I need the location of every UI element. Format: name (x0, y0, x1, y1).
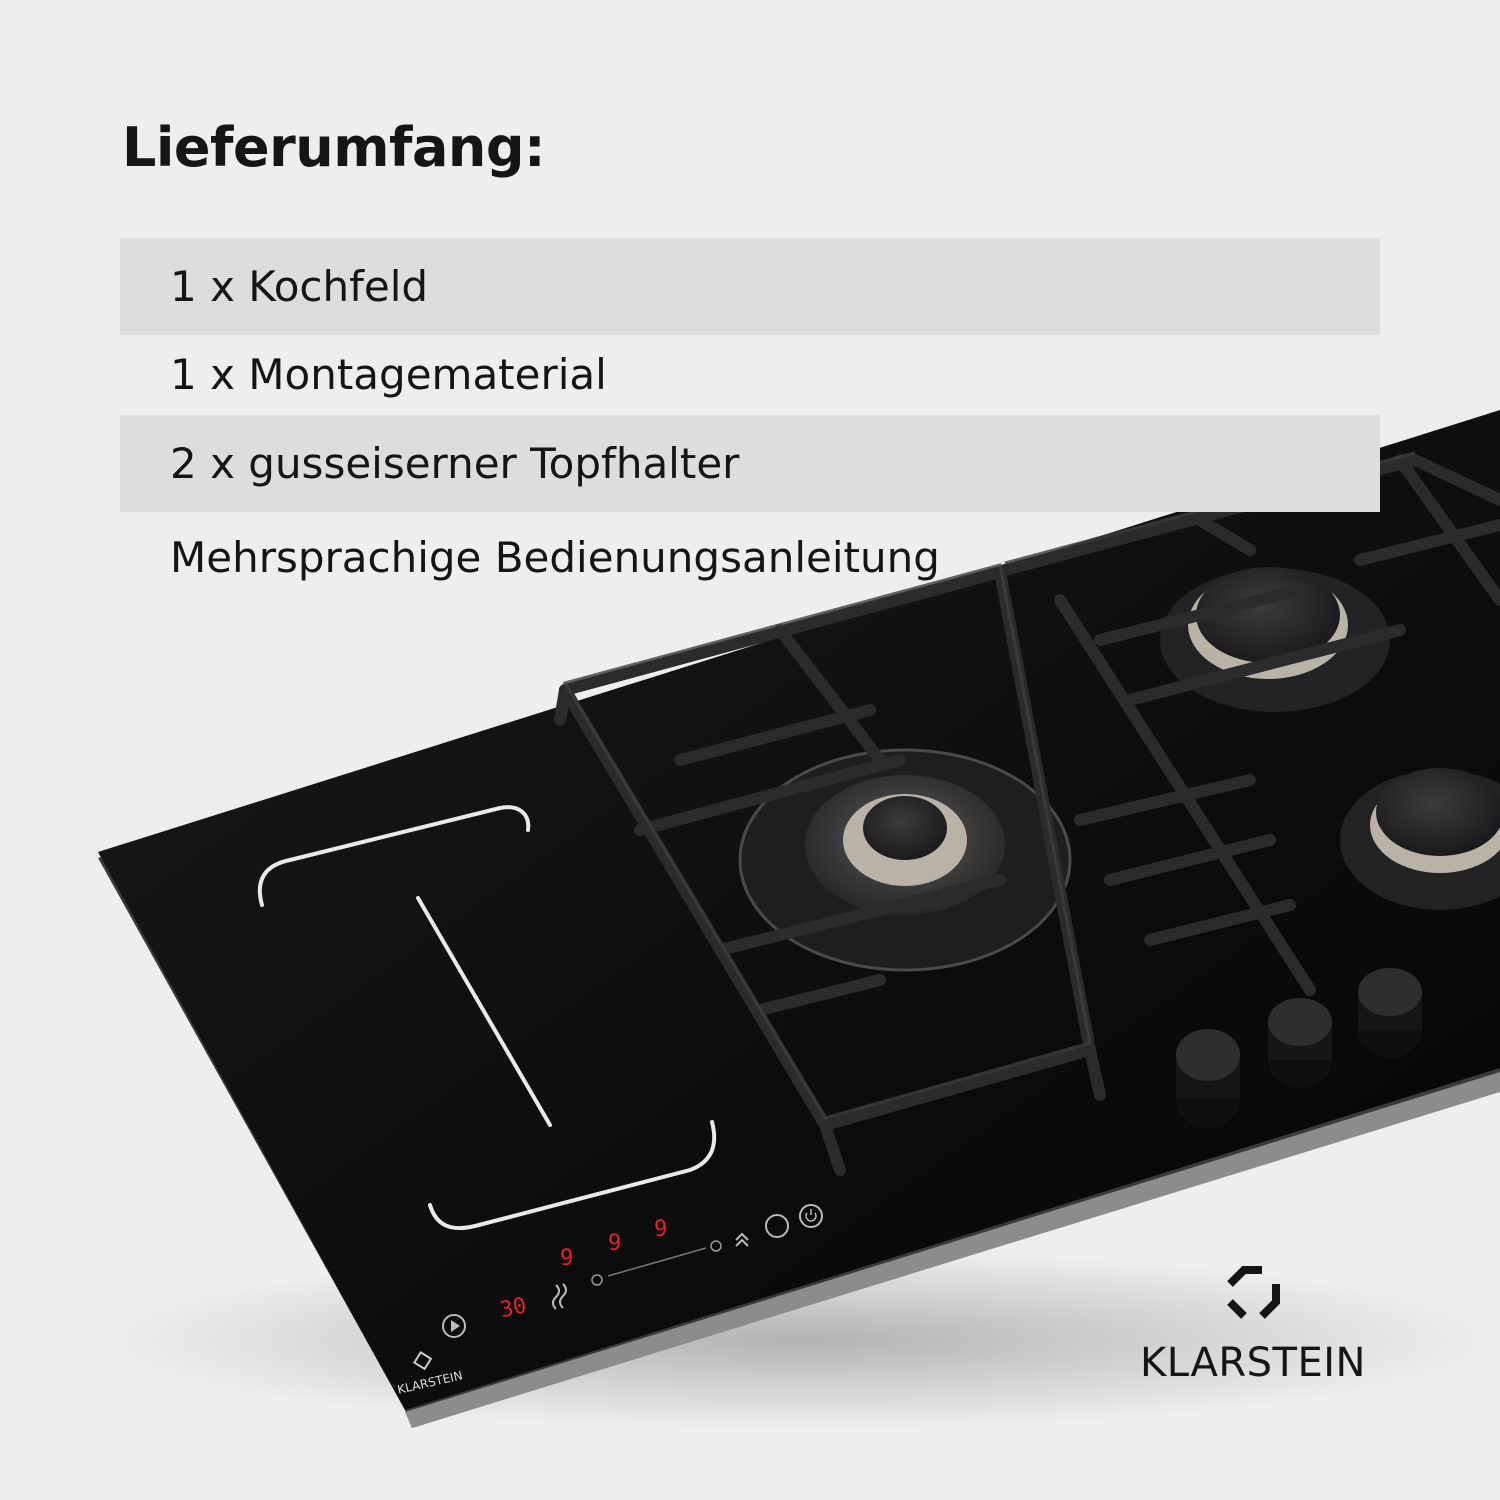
power-icon[interactable] (799, 1204, 823, 1228)
list-item-label: 1 x Kochfeld (170, 261, 429, 311)
brand-logo: KLARSTEIN (1125, 1262, 1381, 1392)
minus-icon[interactable] (591, 1274, 603, 1286)
large-burner (738, 748, 1072, 972)
lock-icon[interactable] (765, 1214, 789, 1238)
list-item: 1 x Montagematerial (120, 335, 1380, 415)
right-burner (1340, 768, 1500, 910)
cast-iron-pan-supports (554, 454, 1500, 1176)
boost-icon[interactable] (735, 1232, 749, 1247)
induction-zone (257, 805, 717, 1231)
brand-name: KLARSTEIN (1140, 1340, 1366, 1386)
knob-3[interactable] (1358, 968, 1422, 1058)
brand-logo-icon (1227, 1266, 1280, 1319)
knob-1[interactable] (1176, 1029, 1240, 1128)
zone-level-1: 9 (560, 1246, 573, 1271)
control-knobs (1176, 968, 1422, 1128)
play-pause-icon[interactable] (442, 1314, 466, 1338)
list-item: Mehrsprachige Bedienungsanleitung (120, 512, 1380, 604)
list-item-label: 1 x Montagematerial (170, 350, 607, 399)
list-item: 2 x gusseiserner Topfhalter (120, 415, 1380, 512)
timer-display: 30 (498, 1293, 529, 1323)
knob-2[interactable] (1268, 998, 1332, 1088)
zone-level-2: 9 (608, 1231, 621, 1256)
hob-logo-icon (413, 1351, 433, 1371)
plus-icon[interactable] (710, 1240, 722, 1252)
list-item: 1 x Kochfeld (120, 238, 1380, 335)
list-item-label: Mehrsprachige Bedienungsanleitung (170, 533, 940, 582)
page-title: Lieferumfang: (122, 116, 546, 179)
zone-level-3: 9 (654, 1217, 667, 1242)
contents-list: 1 x Kochfeld 1 x Montagematerial 2 x gus… (120, 238, 1380, 604)
list-item-label: 2 x gusseiserner Topfhalter (170, 438, 740, 488)
heat-wave-icon (552, 1283, 567, 1310)
